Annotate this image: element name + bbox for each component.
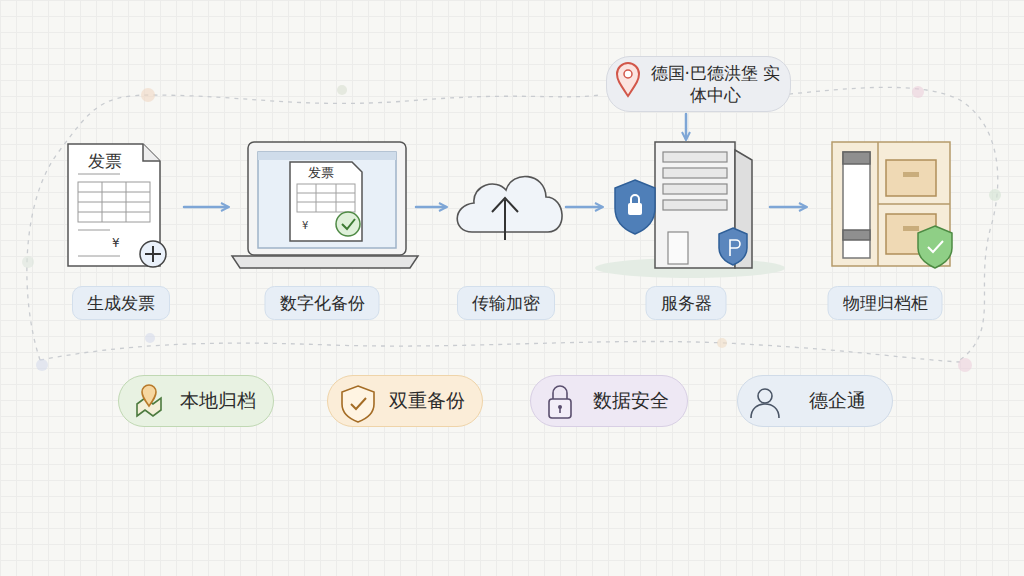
flow-arrow <box>685 114 688 139</box>
document-text: ¥ <box>112 237 120 249</box>
step-label: 服务器 <box>646 286 727 320</box>
feature-pill: 本地归档 <box>118 375 274 427</box>
flow-arrow <box>184 206 228 209</box>
pill-label: 双重备份 <box>389 388 465 414</box>
step-label: 数字化备份 <box>265 286 380 320</box>
flow-arrow <box>566 206 602 209</box>
step-label: 生成发票 <box>72 286 170 320</box>
invoice-icon <box>68 144 166 267</box>
archive-cabinet-icon <box>832 142 952 268</box>
map-icon <box>137 385 161 416</box>
location-callout: 德国·巴德洪堡 实体中心 <box>606 56 791 112</box>
step-label: 传输加密 <box>457 286 555 320</box>
process-step: 物理归档柜 <box>810 140 960 320</box>
faint-dot <box>22 85 1001 372</box>
flow-arrow <box>416 206 446 209</box>
shield-icon <box>342 386 374 422</box>
server-icon <box>595 142 785 278</box>
document-text: 发票 <box>88 153 122 170</box>
process-step: 传输加密 <box>450 140 562 320</box>
lock-icon <box>549 386 571 418</box>
feature-pill: 数据安全 <box>530 375 688 427</box>
feature-pill: 双重备份 <box>327 375 483 427</box>
dashed-loop <box>27 87 998 362</box>
document-text: 发票 <box>308 166 334 179</box>
cloud-icon <box>457 176 562 240</box>
map-pin-icon <box>617 63 639 96</box>
step-label: 物理归档柜 <box>828 286 943 320</box>
person-icon <box>751 389 779 418</box>
callout-text: 德国·巴德洪堡 实体中心 <box>648 62 784 106</box>
pill-label: 本地归档 <box>180 388 256 414</box>
process-step: 服务器 <box>606 140 766 320</box>
laptop-icon <box>232 142 418 268</box>
feature-pill: 德企通 <box>737 375 893 427</box>
flow-arrow <box>770 206 806 209</box>
document-text: ¥ <box>302 221 308 231</box>
pill-label: 数据安全 <box>593 388 669 414</box>
pill-label: 德企通 <box>809 388 866 414</box>
